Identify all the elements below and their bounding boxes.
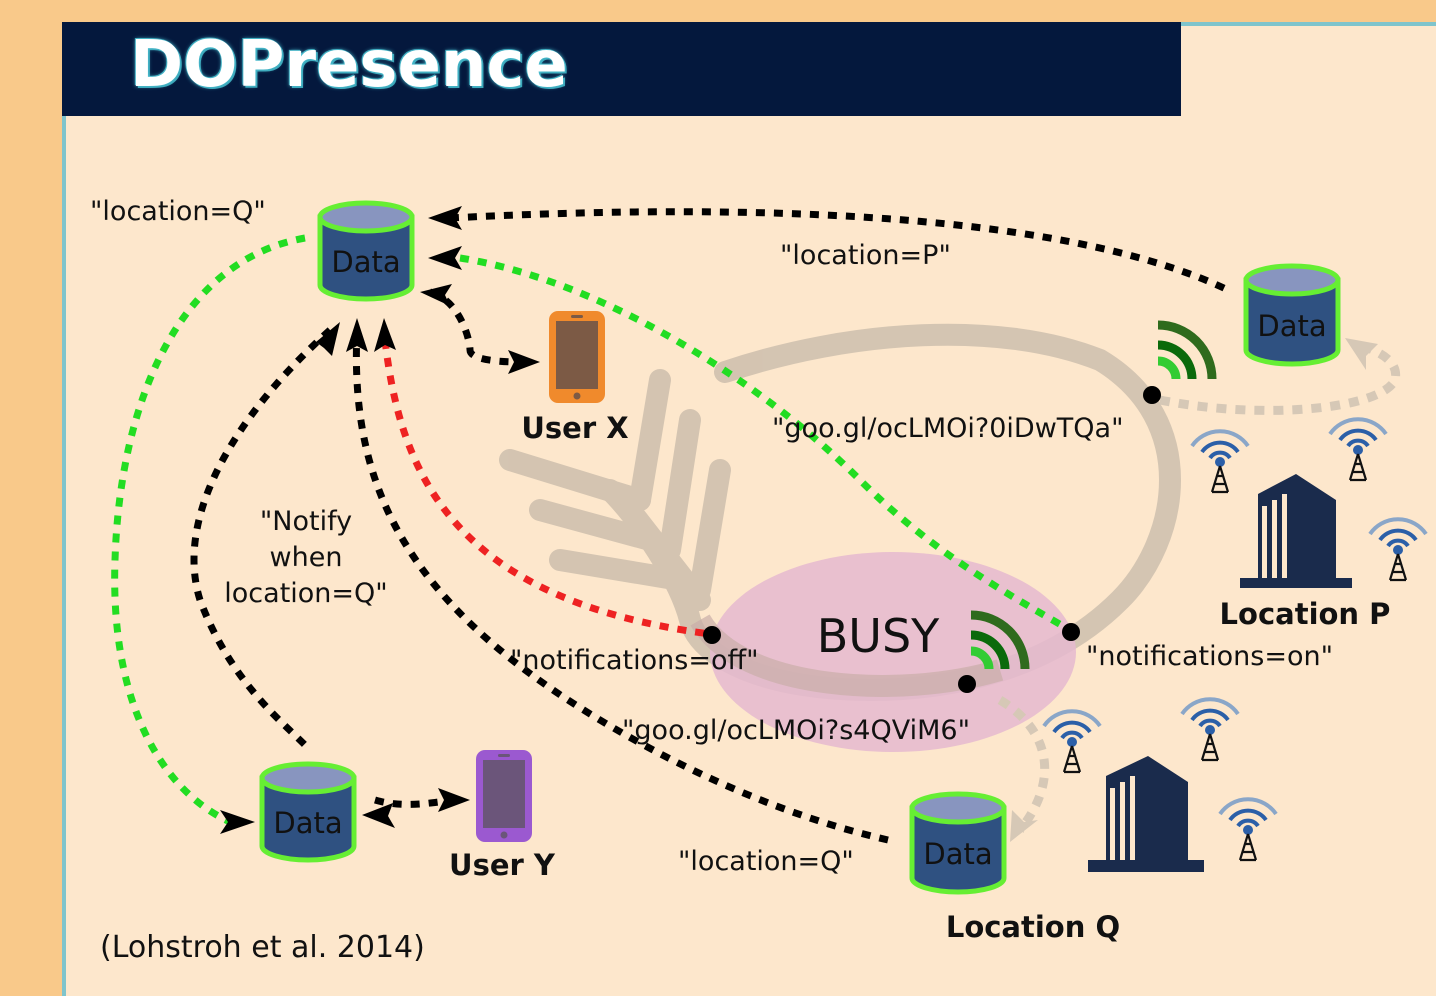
busy-state-ellipse <box>710 552 1076 752</box>
building-icon-location-q <box>1088 756 1204 872</box>
location-q-label: Location Q <box>946 910 1120 944</box>
label-notifications-off: "notifications=off" <box>510 645 758 676</box>
building-icon-location-p <box>1240 474 1352 588</box>
antenna-icon <box>1218 797 1278 862</box>
database-icon-location-p: Data <box>1243 263 1341 367</box>
user-x-label: User X <box>521 411 628 445</box>
green-flows <box>111 234 1072 826</box>
db-label: Data <box>923 837 992 871</box>
endpoint-dots <box>703 386 1161 693</box>
panel-top-area <box>1181 26 1436 116</box>
arrowheads <box>220 206 540 834</box>
label-location-q-bottom: "location=Q" <box>678 846 854 877</box>
busy-loop <box>690 613 1004 697</box>
database-icon-user-y: Data <box>259 761 357 863</box>
antenna-icon <box>1042 709 1102 774</box>
label-location-q-top: "location=Q" <box>90 196 266 227</box>
antenna-icon <box>1190 429 1250 494</box>
antenna-icon <box>1328 417 1388 482</box>
gray-arrowhead-top <box>1345 338 1378 370</box>
label-notify-1: "Notify <box>260 506 352 537</box>
database-icon-location-q: Data <box>909 791 1007 895</box>
antenna-icon <box>1368 517 1428 582</box>
panel-border <box>1181 22 1436 26</box>
label-url-bottom: "goo.gl/ocLMOi?s4QViM6" <box>622 715 970 746</box>
antenna-icon <box>1180 697 1240 762</box>
gray-flows <box>997 340 1401 833</box>
label-location-p: "location=P" <box>780 240 951 271</box>
location-p-label: Location P <box>1220 597 1391 631</box>
title-bar <box>62 22 1181 116</box>
phone-icon-user-x <box>549 311 605 403</box>
label-notifications-on: "notifications=on" <box>1086 641 1333 672</box>
phone-icon-user-y <box>476 750 532 842</box>
gray-arrowhead-bottom <box>1010 810 1038 842</box>
database-icon-top: Data <box>317 200 415 302</box>
citation: (Lohstroh et al. 2014) <box>100 930 425 965</box>
user-y-label: User Y <box>449 848 556 882</box>
label-notify-2: when <box>270 542 343 573</box>
busy-state-label: BUSY <box>817 609 940 663</box>
slide-title: DOPresence <box>130 28 568 102</box>
db-label: Data <box>331 245 400 279</box>
wifi-icon-location-p <box>1158 325 1212 379</box>
db-label: Data <box>1257 309 1326 343</box>
label-url-top: "goo.gl/ocLMOi?0iDwTQa" <box>772 413 1124 444</box>
label-notify-3: location=Q" <box>224 578 387 609</box>
red-flow <box>381 339 711 638</box>
db-label: Data <box>273 806 342 840</box>
